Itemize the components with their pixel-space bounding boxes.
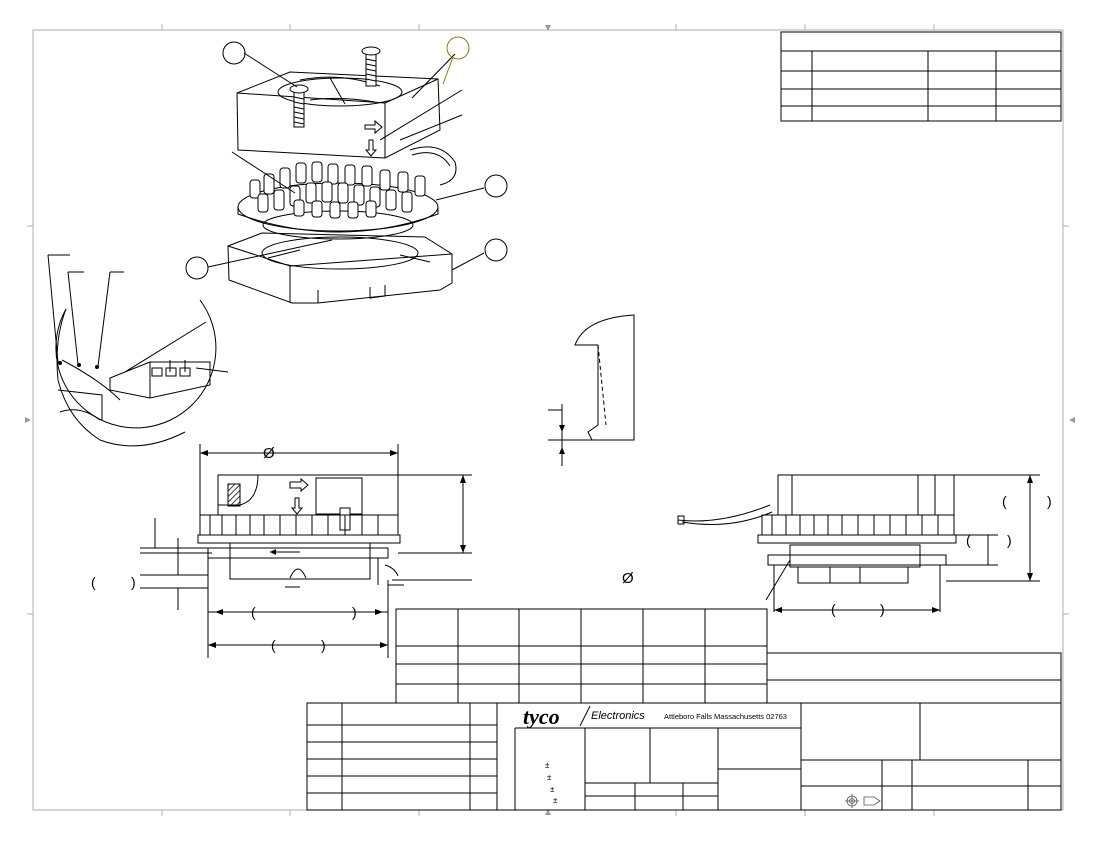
dimension-paren-close: ) <box>1047 493 1052 509</box>
dimension-paren-open: ( <box>966 532 971 548</box>
fan-housing <box>236 71 441 159</box>
heatsink-pins <box>249 161 426 219</box>
dimension-paren-open: ( <box>251 604 256 620</box>
tolerance-symbol: ± <box>547 773 552 782</box>
centering-arrows <box>25 25 1075 815</box>
tolerance-symbol: ± <box>545 761 550 770</box>
parts-list-table <box>306 702 498 811</box>
front-elevation-view <box>140 444 472 658</box>
retainer-frame <box>227 232 453 304</box>
zone-markers <box>27 24 1069 816</box>
dimension-paren-open: ( <box>1002 493 1007 509</box>
logo-divider <box>579 705 591 727</box>
tyco-logo: tyco <box>523 704 560 729</box>
dimension-table <box>395 608 768 704</box>
side-elevation-view <box>677 474 1040 613</box>
detail-view-connector <box>47 254 229 447</box>
dimension-paren-close: ) <box>352 604 357 620</box>
diameter-symbol: Ø <box>622 570 634 587</box>
dimension-paren-close: ) <box>1007 532 1012 548</box>
tolerance-symbol: ± <box>550 785 555 794</box>
title-block-grid <box>496 702 1062 811</box>
fan-screws <box>289 46 381 128</box>
dimension-paren-close: ) <box>131 574 136 590</box>
drawing-border <box>32 29 1064 811</box>
projection-symbol-icon <box>845 794 881 808</box>
dimension-paren-open: ( <box>91 574 96 590</box>
revision-table <box>780 31 1062 122</box>
company-address: Attleboro Falls Massachusetts 02763 <box>664 712 787 721</box>
dimension-paren-close: ) <box>321 637 326 653</box>
dimension-paren-open: ( <box>831 601 836 617</box>
clip-detail <box>548 314 635 466</box>
diameter-symbol: Ø <box>263 445 275 462</box>
item-balloons <box>185 36 508 280</box>
tolerance-symbol: ± <box>553 796 558 805</box>
tyco-logo-subtext: Electronics <box>591 710 645 722</box>
dimension-paren-open: ( <box>271 637 276 653</box>
dimension-paren-close: ) <box>880 601 885 617</box>
notes-box <box>766 652 1062 704</box>
exploded-assembly-view <box>207 46 485 304</box>
